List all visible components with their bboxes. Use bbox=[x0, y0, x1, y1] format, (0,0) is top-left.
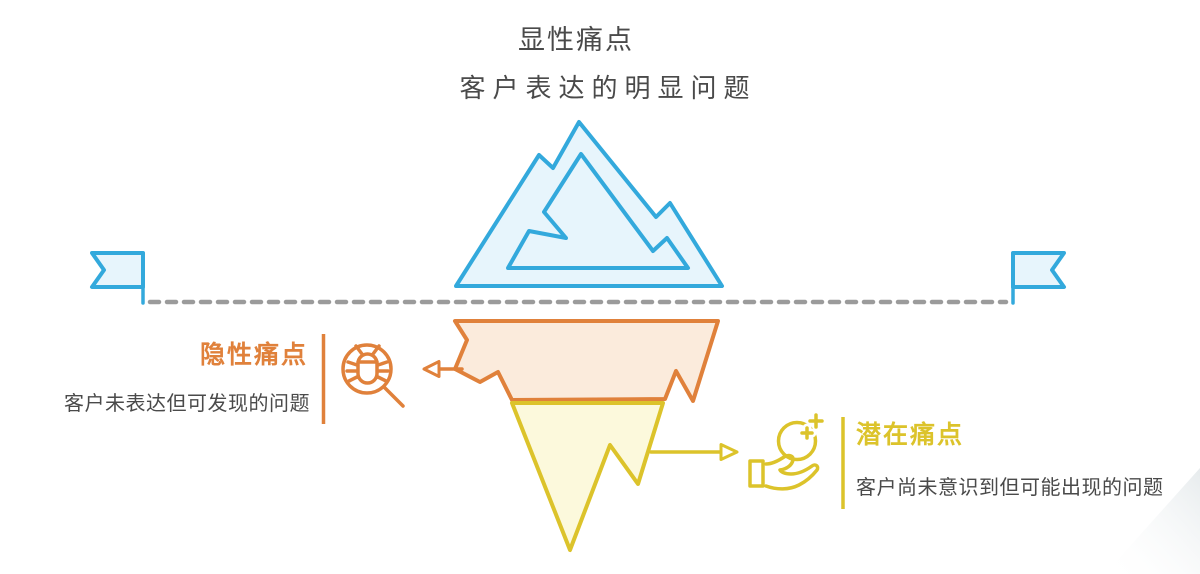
potential-pain-arrow bbox=[649, 443, 739, 461]
iceberg-hidden-section bbox=[453, 319, 720, 403]
iceberg-potential-section bbox=[510, 401, 665, 552]
corner-shade bbox=[1105, 468, 1200, 574]
bug-magnifier-icon bbox=[341, 343, 405, 408]
right-flag-icon bbox=[1011, 251, 1066, 305]
potential-pain-title: 潜在痛点 bbox=[856, 420, 964, 449]
hand-sparkle-icon bbox=[748, 413, 824, 491]
mountain-icon bbox=[454, 120, 724, 288]
page-title: 显性痛点 bbox=[518, 25, 634, 55]
left-flag-icon bbox=[90, 251, 145, 305]
hidden-pain-title: 隐性痛点 bbox=[200, 340, 308, 369]
hidden-pain-arrow bbox=[422, 360, 464, 378]
page-subtitle: 客户表达的明显问题 bbox=[459, 73, 756, 103]
potential-pain-description: 客户尚未意识到但可能出现的问题 bbox=[856, 476, 1164, 499]
hidden-pain-description: 客户未表达但可发现的问题 bbox=[64, 392, 310, 415]
